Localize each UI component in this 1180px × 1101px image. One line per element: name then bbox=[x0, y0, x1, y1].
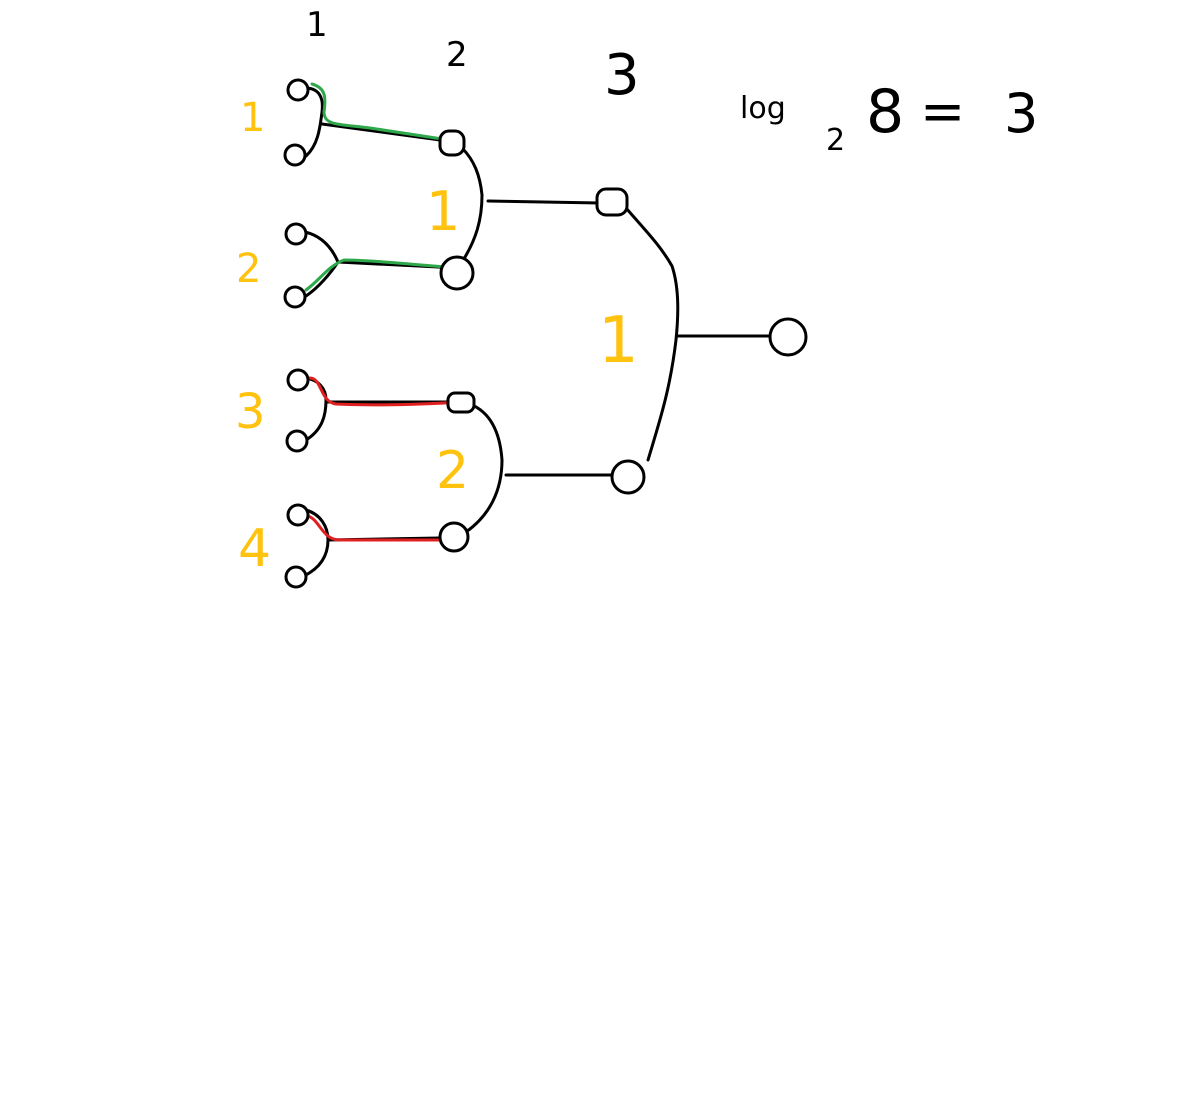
leaf-node bbox=[286, 503, 310, 527]
root-node bbox=[768, 317, 808, 357]
bracket-line bbox=[460, 146, 484, 264]
group-label-level1-1: 1 bbox=[240, 95, 265, 141]
formula-base: 2 bbox=[826, 123, 845, 158]
pair-highlight-line bbox=[308, 376, 466, 407]
level2-node bbox=[446, 391, 476, 414]
level1-bracket-group-4 bbox=[284, 503, 448, 589]
formula-equals: = bbox=[920, 80, 965, 143]
bracket-line bbox=[303, 86, 324, 158]
connector-line bbox=[486, 199, 602, 205]
formula-log: log bbox=[740, 91, 786, 126]
level2-bracket-group-1 bbox=[438, 129, 602, 291]
level1-bracket-group-3 bbox=[285, 368, 466, 453]
level2-bracket-group-2 bbox=[438, 391, 614, 553]
level2-node bbox=[438, 521, 470, 553]
group-label-level1-3: 3 bbox=[235, 384, 266, 440]
level-label-1: 1 bbox=[306, 5, 328, 45]
leaf-node bbox=[286, 78, 310, 102]
formula: log 2 8 = 3 bbox=[740, 77, 1038, 158]
bracket-line bbox=[304, 376, 328, 442]
level1-bracket-group-2 bbox=[283, 222, 464, 309]
level3-node bbox=[610, 459, 646, 495]
group-label-level1-2: 2 bbox=[236, 246, 261, 292]
bracket-line bbox=[624, 206, 680, 462]
formula-argument: 8 bbox=[866, 77, 904, 147]
leaf-node bbox=[285, 429, 309, 453]
level3-node bbox=[595, 187, 629, 217]
level1-bracket-group-1 bbox=[283, 78, 464, 167]
group-label-level2-2: 2 bbox=[436, 441, 469, 501]
pair-highlight-line bbox=[310, 82, 464, 144]
group-label-level1-4: 4 bbox=[238, 519, 271, 579]
group-label-level2-1: 1 bbox=[426, 180, 460, 243]
leaf-node bbox=[283, 285, 307, 309]
leaf-node bbox=[283, 143, 307, 167]
group-label-level3-1: 1 bbox=[598, 304, 639, 378]
leaf-node bbox=[284, 565, 308, 589]
level2-node bbox=[439, 255, 475, 291]
level2-node bbox=[438, 129, 466, 157]
leaf-node bbox=[284, 222, 308, 246]
level3-bracket-group-1 bbox=[595, 187, 774, 495]
level-label-3: 3 bbox=[604, 43, 640, 108]
formula-result: 3 bbox=[1004, 82, 1038, 145]
bracket-line bbox=[464, 402, 504, 534]
leaf-node bbox=[286, 368, 310, 392]
level-label-2: 2 bbox=[446, 35, 468, 75]
pair-highlight-line bbox=[306, 514, 448, 542]
pair-highlight-line bbox=[304, 258, 464, 292]
